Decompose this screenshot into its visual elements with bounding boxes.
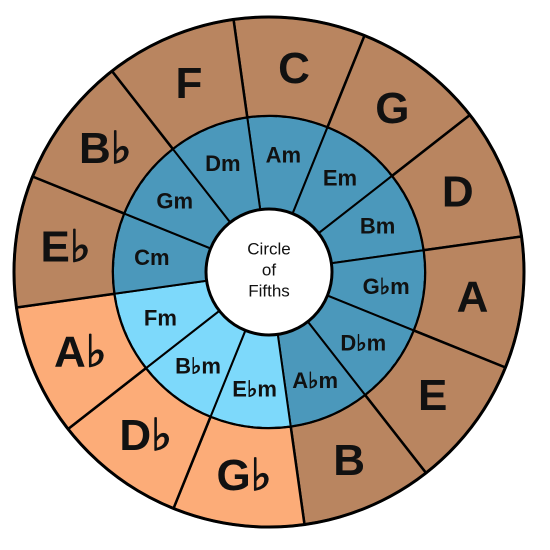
center-line-2: of bbox=[262, 260, 276, 279]
major-key-label-a-flat: A♭ bbox=[54, 328, 107, 377]
center-disc: Circle of Fifths bbox=[204, 207, 334, 337]
major-key-label-d: D bbox=[442, 167, 474, 216]
major-key-label-b: B bbox=[333, 436, 365, 485]
minor-key-label-gm: Gm bbox=[156, 188, 193, 213]
minor-key-label-g-flatm: G♭m bbox=[363, 274, 410, 299]
minor-key-label-cm: Cm bbox=[134, 245, 169, 270]
minor-key-label-fm: Fm bbox=[144, 306, 177, 331]
major-key-label-g-flat: G♭ bbox=[217, 451, 272, 500]
major-key-label-e: E bbox=[418, 371, 447, 420]
major-key-label-f: F bbox=[175, 59, 202, 108]
major-key-label-a: A bbox=[457, 272, 489, 321]
minor-key-label-a-flatm: A♭m bbox=[292, 368, 338, 393]
minor-key-label-d-flatm: D♭m bbox=[340, 331, 386, 356]
minor-ring-dashed-border bbox=[112, 115, 426, 429]
center-line-1: Circle bbox=[247, 239, 290, 258]
major-key-label-b-flat: B♭ bbox=[79, 124, 132, 173]
center-line-3: Fifths bbox=[248, 281, 290, 300]
minor-key-label-b-flatm: B♭m bbox=[175, 354, 221, 379]
minor-key-label-e-flatm: E♭m bbox=[232, 377, 277, 402]
outer-ring-border bbox=[12, 15, 526, 529]
minor-key-label-em: Em bbox=[323, 165, 357, 190]
minor-key-label-am: Am bbox=[266, 142, 301, 167]
minor-key-label-dm: Dm bbox=[205, 151, 240, 176]
major-key-ring: C GD A E B G♭ D♭A♭ E♭ B♭ F bbox=[12, 15, 526, 529]
major-key-label-e-flat: E♭ bbox=[40, 223, 90, 272]
minor-key-label-bm: Bm bbox=[360, 213, 395, 238]
major-key-label-g: G bbox=[375, 84, 409, 133]
major-key-label-d-flat: D♭ bbox=[119, 411, 172, 460]
major-key-label-c: C bbox=[278, 44, 310, 93]
